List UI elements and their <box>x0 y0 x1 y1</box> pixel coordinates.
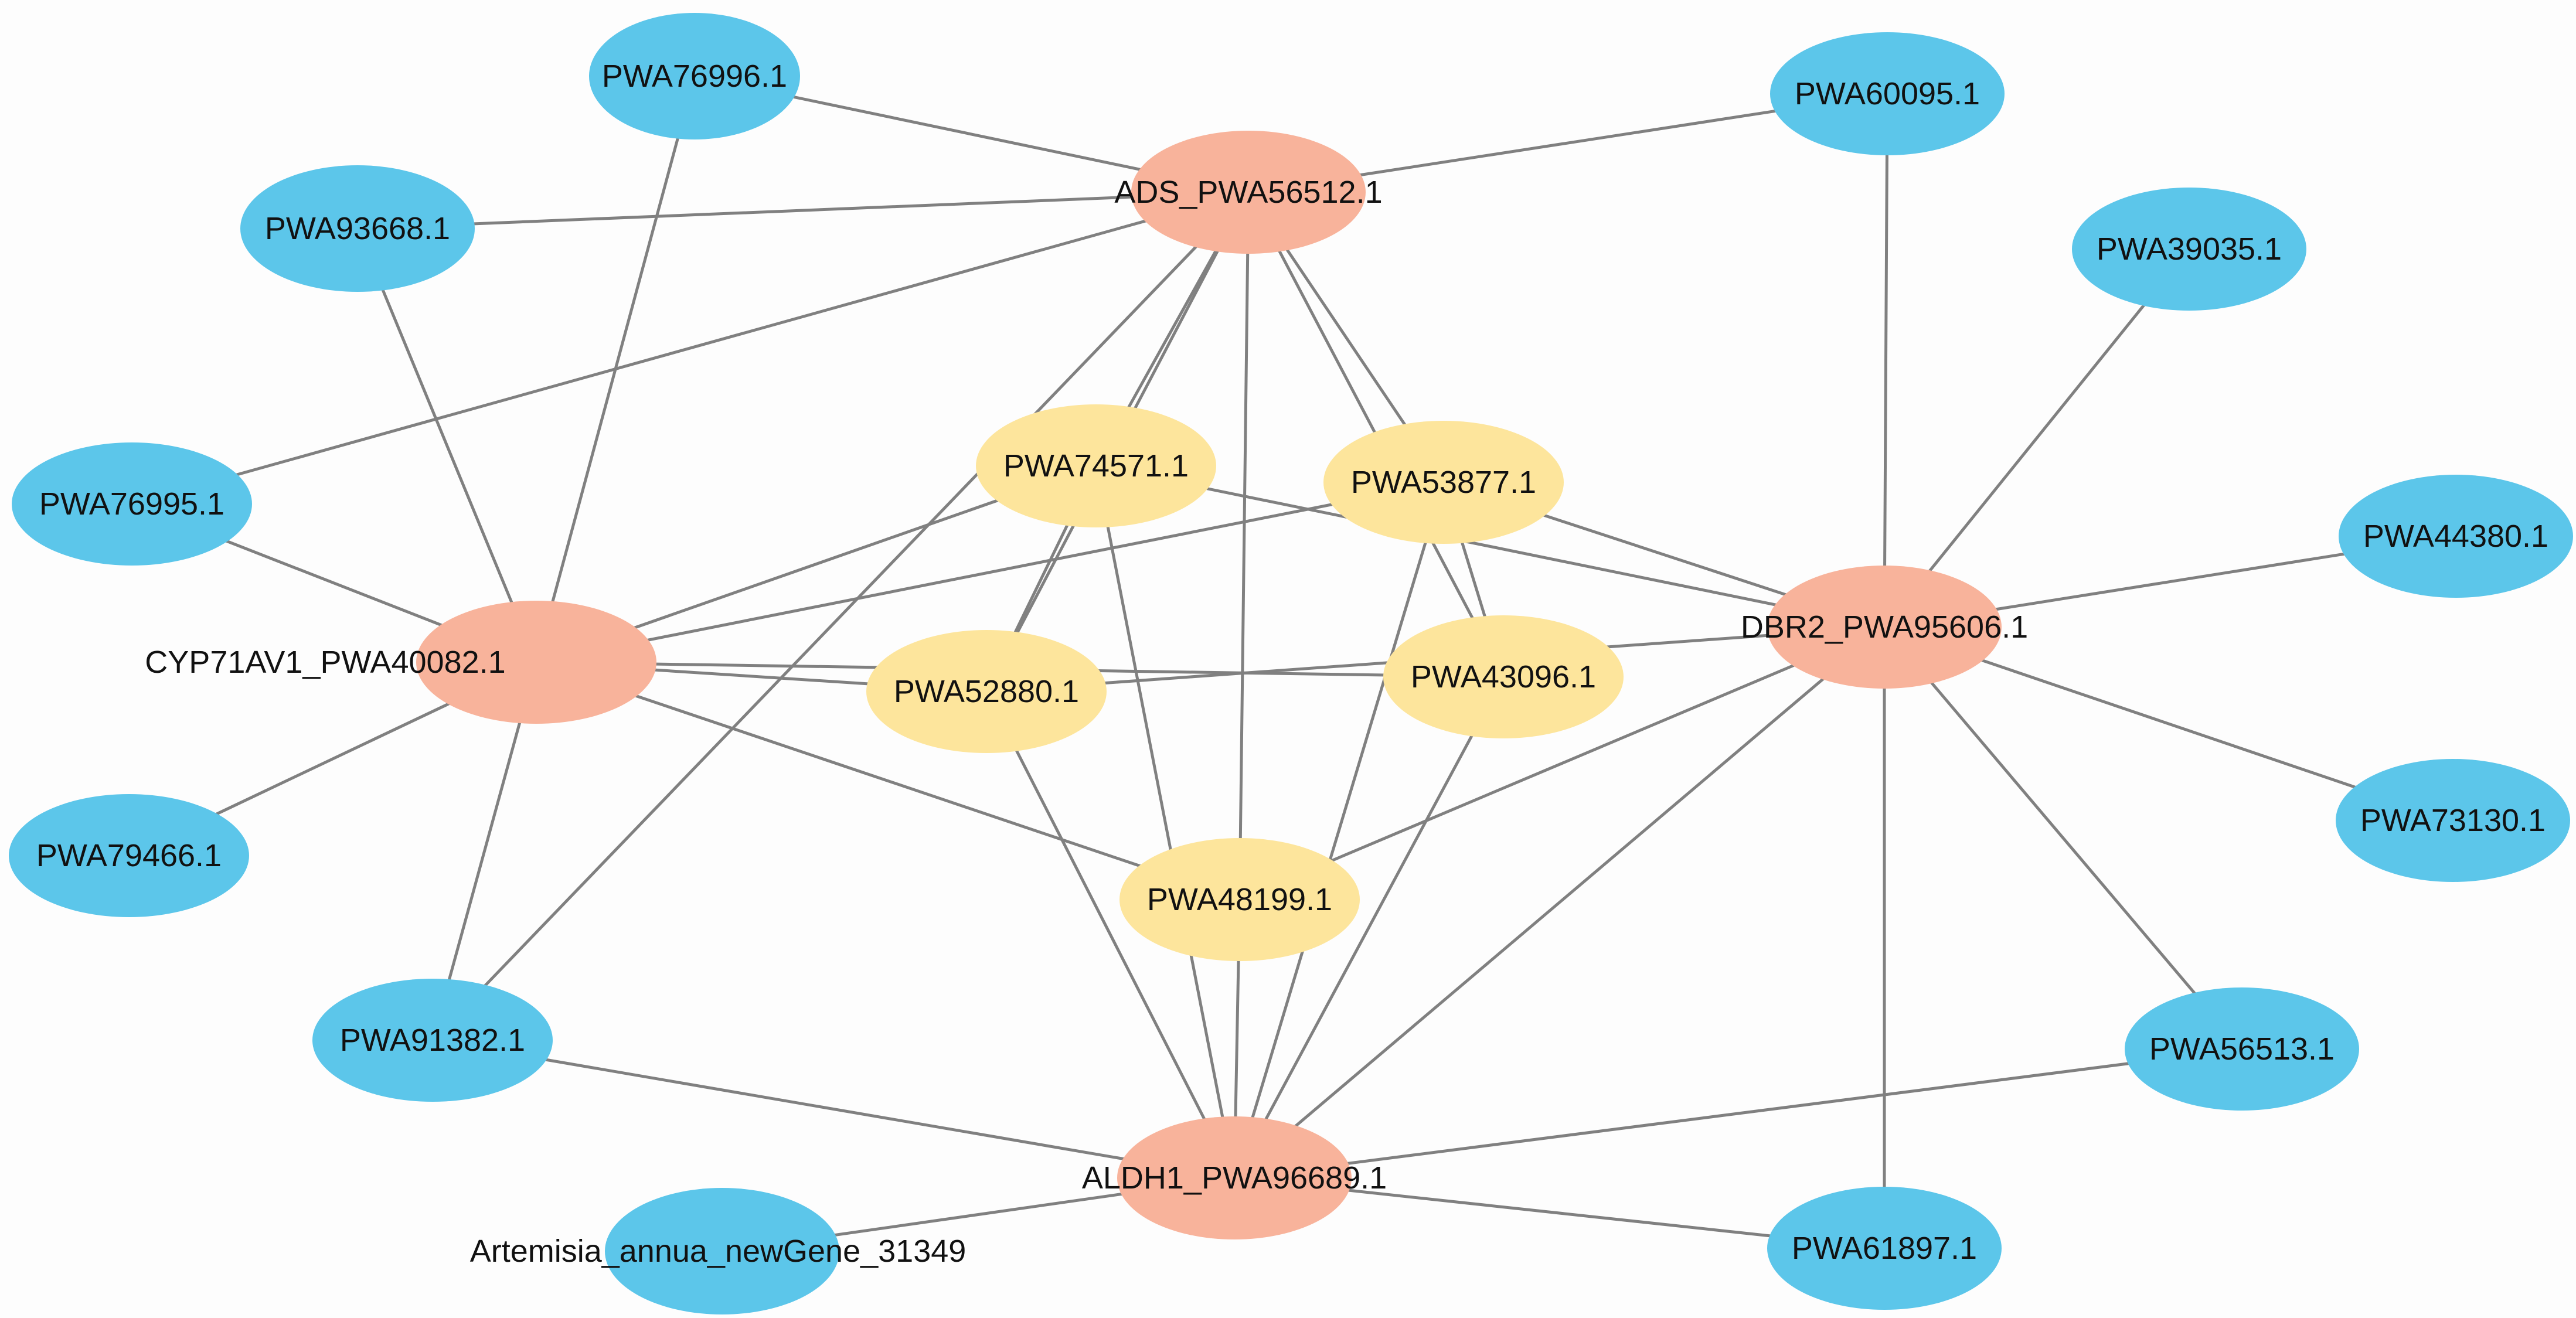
node-shape-ads <box>1131 131 1366 254</box>
node-label-pwa44380: PWA44380.1 <box>2363 519 2548 554</box>
node-shape-aldh1 <box>1117 1116 1352 1239</box>
edge-cyp-pwa48199 <box>536 660 1240 901</box>
node-shape-pwa48199 <box>1119 838 1360 961</box>
node-pwa56513[interactable]: PWA56513.1 <box>2125 987 2359 1111</box>
edge-cyp-pwa76996 <box>535 76 696 663</box>
node-shape-pwa61897 <box>1767 1187 2002 1310</box>
node-pwa48199[interactable]: PWA48199.1 <box>1119 838 1360 961</box>
node-pwa79466[interactable]: PWA79466.1 <box>9 794 249 917</box>
node-label-pwa53877: PWA53877.1 <box>1351 465 1536 500</box>
node-label-dbr2: DBR2_PWA95606.1 <box>1741 609 2028 645</box>
node-pwa43096[interactable]: PWA43096.1 <box>1383 615 1624 738</box>
edge-dbr2-pwa48199 <box>1239 625 1885 901</box>
node-pwa53877[interactable]: PWA53877.1 <box>1323 421 1564 544</box>
node-pwa61897[interactable]: PWA61897.1 <box>1767 1187 2002 1310</box>
node-label-ads: ADS_PWA56512.1 <box>1114 175 1382 210</box>
node-shape-pwa91382 <box>312 979 553 1102</box>
node-label-pwa52880: PWA52880.1 <box>894 674 1079 709</box>
edge-dbr2-pwa39035 <box>1883 248 2190 628</box>
node-shape-cyp <box>416 601 656 724</box>
node-cyp[interactable]: CYP71AV1_PWA40082.1 <box>145 601 656 724</box>
edge-cyp-pwa93668 <box>356 228 538 663</box>
node-pwa73130[interactable]: PWA73130.1 <box>2336 759 2570 882</box>
node-shape-pwa79466 <box>9 794 249 917</box>
node-aldh1[interactable]: ALDH1_PWA96689.1 <box>1082 1116 1387 1239</box>
edge-aldh1-pwa56513 <box>1234 1047 2242 1180</box>
edge-dbr2-pwa74571 <box>1095 464 1885 629</box>
edge-ads-pwa76995 <box>131 190 1249 506</box>
node-label-pwa76996: PWA76996.1 <box>602 59 787 94</box>
node-label-pwa79466: PWA79466.1 <box>36 838 222 873</box>
node-pwa44380[interactable]: PWA44380.1 <box>2339 475 2573 598</box>
node-shape-pwa76995 <box>12 442 252 566</box>
node-shape-pwa39035 <box>2072 188 2306 311</box>
edge-aldh1-pwa52880 <box>985 690 1236 1179</box>
node-shape-pwa93668 <box>240 165 475 292</box>
node-shape-pwa44380 <box>2339 475 2573 598</box>
edge-aldh1-pwa43096 <box>1233 676 1505 1179</box>
node-pwa74571[interactable]: PWA74571.1 <box>976 404 1216 527</box>
node-label-pwa48199: PWA48199.1 <box>1147 882 1332 917</box>
node-shape-pwa73130 <box>2336 759 2570 882</box>
node-label-pwa39035: PWA39035.1 <box>2097 231 2282 267</box>
edge-cyp-pwa91382 <box>431 662 538 1041</box>
node-pwa76996[interactable]: PWA76996.1 <box>589 13 800 139</box>
node-shape-pwa56513 <box>2125 987 2359 1111</box>
node-label-pwa74571: PWA74571.1 <box>1003 448 1189 483</box>
node-label-pwa76995: PWA76995.1 <box>39 486 224 522</box>
node-label-pwa93668: PWA93668.1 <box>265 211 450 246</box>
node-shape-pwa76996 <box>589 13 800 139</box>
node-shape-pwa52880 <box>866 630 1107 753</box>
node-shape-dbr2 <box>1767 566 2002 689</box>
edge-dbr2-pwa60095 <box>1883 93 1889 628</box>
node-ads[interactable]: ADS_PWA56512.1 <box>1114 131 1383 254</box>
node-shape-artemisia <box>605 1188 839 1314</box>
node-artemisia[interactable]: Artemisia_annua_newGene_31349 <box>470 1188 967 1314</box>
node-dbr2[interactable]: DBR2_PWA95606.1 <box>1741 566 2028 689</box>
edge-cyp-pwa53877 <box>536 481 1444 664</box>
node-shape-pwa53877 <box>1323 421 1564 544</box>
edge-dbr2-pwa56513 <box>1883 626 2243 1050</box>
node-label-cyp: CYP71AV1_PWA40082.1 <box>145 645 505 680</box>
node-shape-pwa74571 <box>976 404 1216 527</box>
node-pwa60095[interactable]: PWA60095.1 <box>1770 32 2005 155</box>
edge-aldh1-pwa53877 <box>1233 482 1445 1179</box>
node-label-pwa73130: PWA73130.1 <box>2360 803 2546 838</box>
edge-dbr2-aldh1 <box>1233 626 1886 1179</box>
node-pwa39035[interactable]: PWA39035.1 <box>2072 188 2306 311</box>
node-label-pwa91382: PWA91382.1 <box>340 1023 525 1058</box>
edge-ads-pwa48199 <box>1238 192 1250 900</box>
node-label-pwa56513: PWA56513.1 <box>2149 1031 2335 1067</box>
node-label-aldh1: ALDH1_PWA96689.1 <box>1082 1160 1387 1196</box>
node-label-pwa61897: PWA61897.1 <box>1792 1231 1977 1266</box>
node-pwa76995[interactable]: PWA76995.1 <box>12 442 252 566</box>
node-label-artemisia: Artemisia_annua_newGene_31349 <box>470 1234 967 1269</box>
node-pwa93668[interactable]: PWA93668.1 <box>240 165 475 292</box>
edge-ads-pwa91382 <box>431 191 1250 1041</box>
edge-aldh1-pwa74571 <box>1094 465 1236 1179</box>
node-shape-pwa60095 <box>1770 32 2005 155</box>
node-label-pwa60095: PWA60095.1 <box>1795 76 1980 111</box>
edge-aldh1-pwa91382 <box>432 1038 1235 1180</box>
edge-ads-pwa93668 <box>357 190 1249 230</box>
node-pwa52880[interactable]: PWA52880.1 <box>866 630 1107 753</box>
node-pwa91382[interactable]: PWA91382.1 <box>312 979 553 1102</box>
node-shape-pwa43096 <box>1383 615 1624 738</box>
node-label-pwa43096: PWA43096.1 <box>1411 659 1596 694</box>
